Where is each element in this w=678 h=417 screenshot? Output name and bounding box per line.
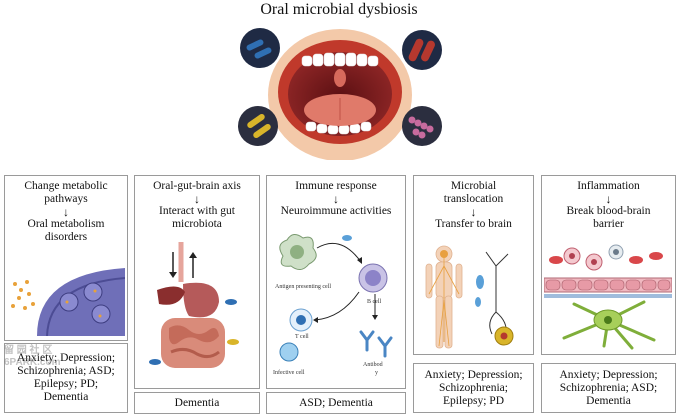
open-mouth-illustration [238,28,442,160]
outcome-immune-line1: ASD; Dementia [299,396,373,409]
panel-trans-line3: Transfer to brain [435,218,512,230]
down-arrow-icon: ↓ [605,192,612,206]
nervous-system-illustration [425,245,514,349]
panel-trans-line2: translocation [443,193,504,205]
panel-gut-line2: Interact with gut [158,205,235,217]
down-arrow-icon: ↓ [63,205,69,219]
panel-inflam-line1: Inflammation [577,180,640,192]
diagram-title: Oral microbial dysbiosis [260,1,418,18]
outcome-metabolic-line2: Schizophrenia; ASD; [17,365,115,377]
panel-translocation: Microbial translocation ↓ Transfer to br… [413,175,534,355]
panel-oral-gut-brain: Oral-gut-brain axis ↓ Interact with gut … [134,175,260,389]
panel-inflammation: Inflammation ↓ Break blood-brain barrier [541,175,676,355]
label-bcell: B cell [367,299,381,305]
outcome-metabolic-line1: Anxiety; Depression; [16,352,116,364]
panel-inflam-line3: barrier [593,218,624,230]
outcome-trans-line2: Schizophrenia; [439,381,508,394]
panel-gut-line1: Oral-gut-brain axis [153,180,241,192]
immune-cells-illustration: Antigen presenting cell B cell T cell In… [273,234,393,376]
panel-metabolic: Change metabolic pathways ↓ Oral metabol… [4,175,128,341]
panel-metabolic-line4: disorders [44,231,88,243]
blood-brain-barrier-illustration [544,244,672,350]
metabolic-cell-illustration [11,268,125,336]
watermark-line2: 6PARK.com [4,357,61,368]
down-arrow-icon: ↓ [333,192,339,206]
outcome-trans-line3: Epilepsy; PD [442,394,504,407]
outcome-metabolic-line3: Epilepsy; PD; [33,378,99,390]
outcome-inflam-line2: Schizophrenia; ASD; [559,381,658,394]
outcome-inflammation: Anxiety; Depression; Schizophrenia; ASD;… [541,363,676,413]
gut-brain-illustration [149,242,239,368]
panel-trans-line1: Microbial [450,180,497,192]
label-antibody-1: Antibod [363,362,383,368]
label-infective: Infective cell [273,369,305,376]
outcome-metabolic: Anxiety; Depression; Schizophrenia; ASD;… [4,343,128,413]
panel-immune-line1: Immune response [295,180,377,192]
down-arrow-icon: ↓ [194,192,200,206]
watermark: 留 园 社 区 6PARK.com [4,345,61,369]
down-arrow-icon: ↓ [470,205,477,219]
outcome-translocation: Anxiety; Depression; Schizophrenia; Epil… [413,363,534,413]
panel-immune-line2: Neuroimmune activities [280,205,392,217]
panel-immune: Immune response ↓ Neuroimmune activities… [266,175,406,389]
outcome-inflam-line1: Anxiety; Depression; [559,368,658,381]
label-antibody-2: y [375,370,378,376]
outcome-gut: Dementia [134,392,260,414]
outcome-metabolic-line4: Dementia [43,391,89,403]
outcome-trans-line1: Anxiety; Depression; [424,368,523,381]
outcome-immune: ASD; Dementia [266,392,406,414]
outcome-gut-line1: Dementia [174,396,220,409]
label-apc: Antigen presenting cell [275,284,331,290]
label-tcell: T cell [295,334,309,340]
panel-inflam-line2: Break blood-brain [566,205,651,217]
watermark-line1: 留 园 社 区 [4,345,53,356]
outcome-inflam-line3: Dementia [586,394,631,407]
panel-metabolic-line3: Oral metabolism [27,218,105,230]
panel-metabolic-line1: Change metabolic [24,180,108,192]
panel-gut-line3: microbiota [172,218,222,230]
panel-metabolic-line2: pathways [44,193,88,205]
